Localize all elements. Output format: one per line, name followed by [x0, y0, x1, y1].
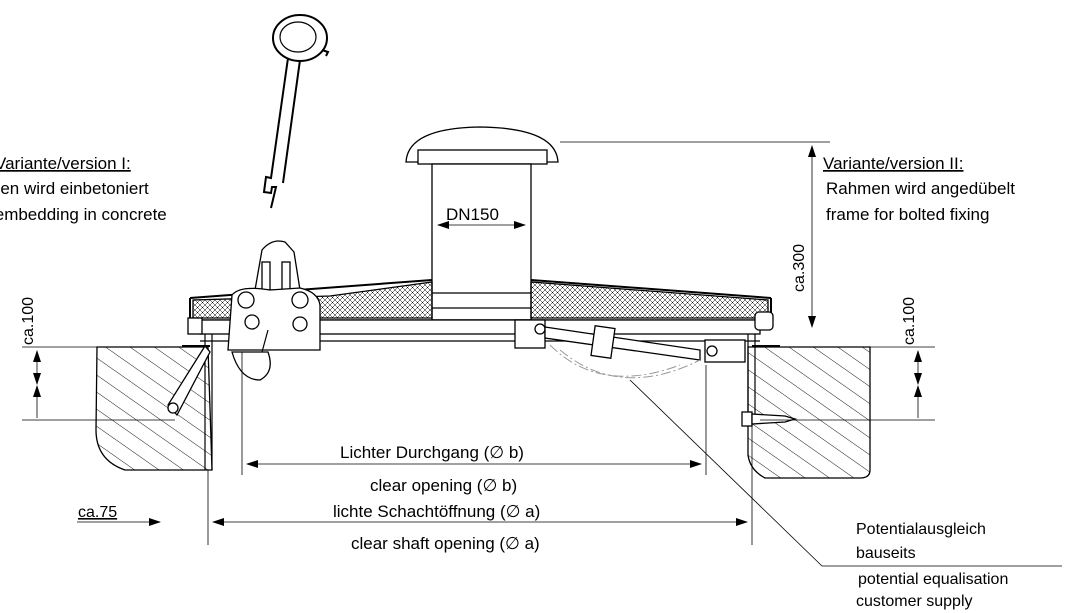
- left-hinge-arm: [167, 344, 211, 417]
- dimensions: [22, 141, 1062, 567]
- labels: Variante/version I: Rahmen wird einbeton…: [0, 154, 1015, 610]
- version2-de: Rahmen wird angedübelt: [826, 179, 1015, 198]
- shaft-opening-de: lichte Schachtöffnung (∅ a): [333, 502, 540, 521]
- lock-mechanism: [227, 240, 321, 381]
- lifting-key: [262, 14, 330, 209]
- dim-offset-left: ca.75: [78, 504, 117, 521]
- dim-height-right: ca.100: [901, 297, 918, 345]
- cover-plate: [182, 279, 780, 347]
- potential-en-2: customer supply: [856, 593, 973, 610]
- potential-de-1: Potentialausgleich: [856, 521, 986, 538]
- dim-height-left: ca.100: [20, 297, 37, 345]
- version2-en: frame for bolted fixing: [826, 205, 989, 224]
- potential-en-1: potential equalisation: [858, 571, 1008, 588]
- concrete-left: [95, 346, 213, 471]
- version1-en: frame for embedding in concrete: [0, 205, 167, 224]
- version1-de: Rahmen wird einbetoniert: [0, 179, 149, 198]
- gas-spring: [514, 319, 746, 379]
- clear-passage-de: Lichter Durchgang (∅ b): [340, 443, 524, 462]
- shaft-opening-en: clear shaft opening (∅ a): [351, 534, 540, 553]
- dn-label: DN150: [446, 205, 499, 224]
- dim-height-total: ca.300: [791, 244, 808, 292]
- anchor-bolt: [741, 411, 798, 427]
- clear-passage-en: clear opening (∅ b): [370, 476, 517, 495]
- version2-title: Variante/version II:: [823, 154, 963, 173]
- potential-de-2: bauseits: [856, 545, 916, 562]
- version1-title: Variante/version I:: [0, 154, 131, 173]
- concrete-right: [747, 346, 871, 479]
